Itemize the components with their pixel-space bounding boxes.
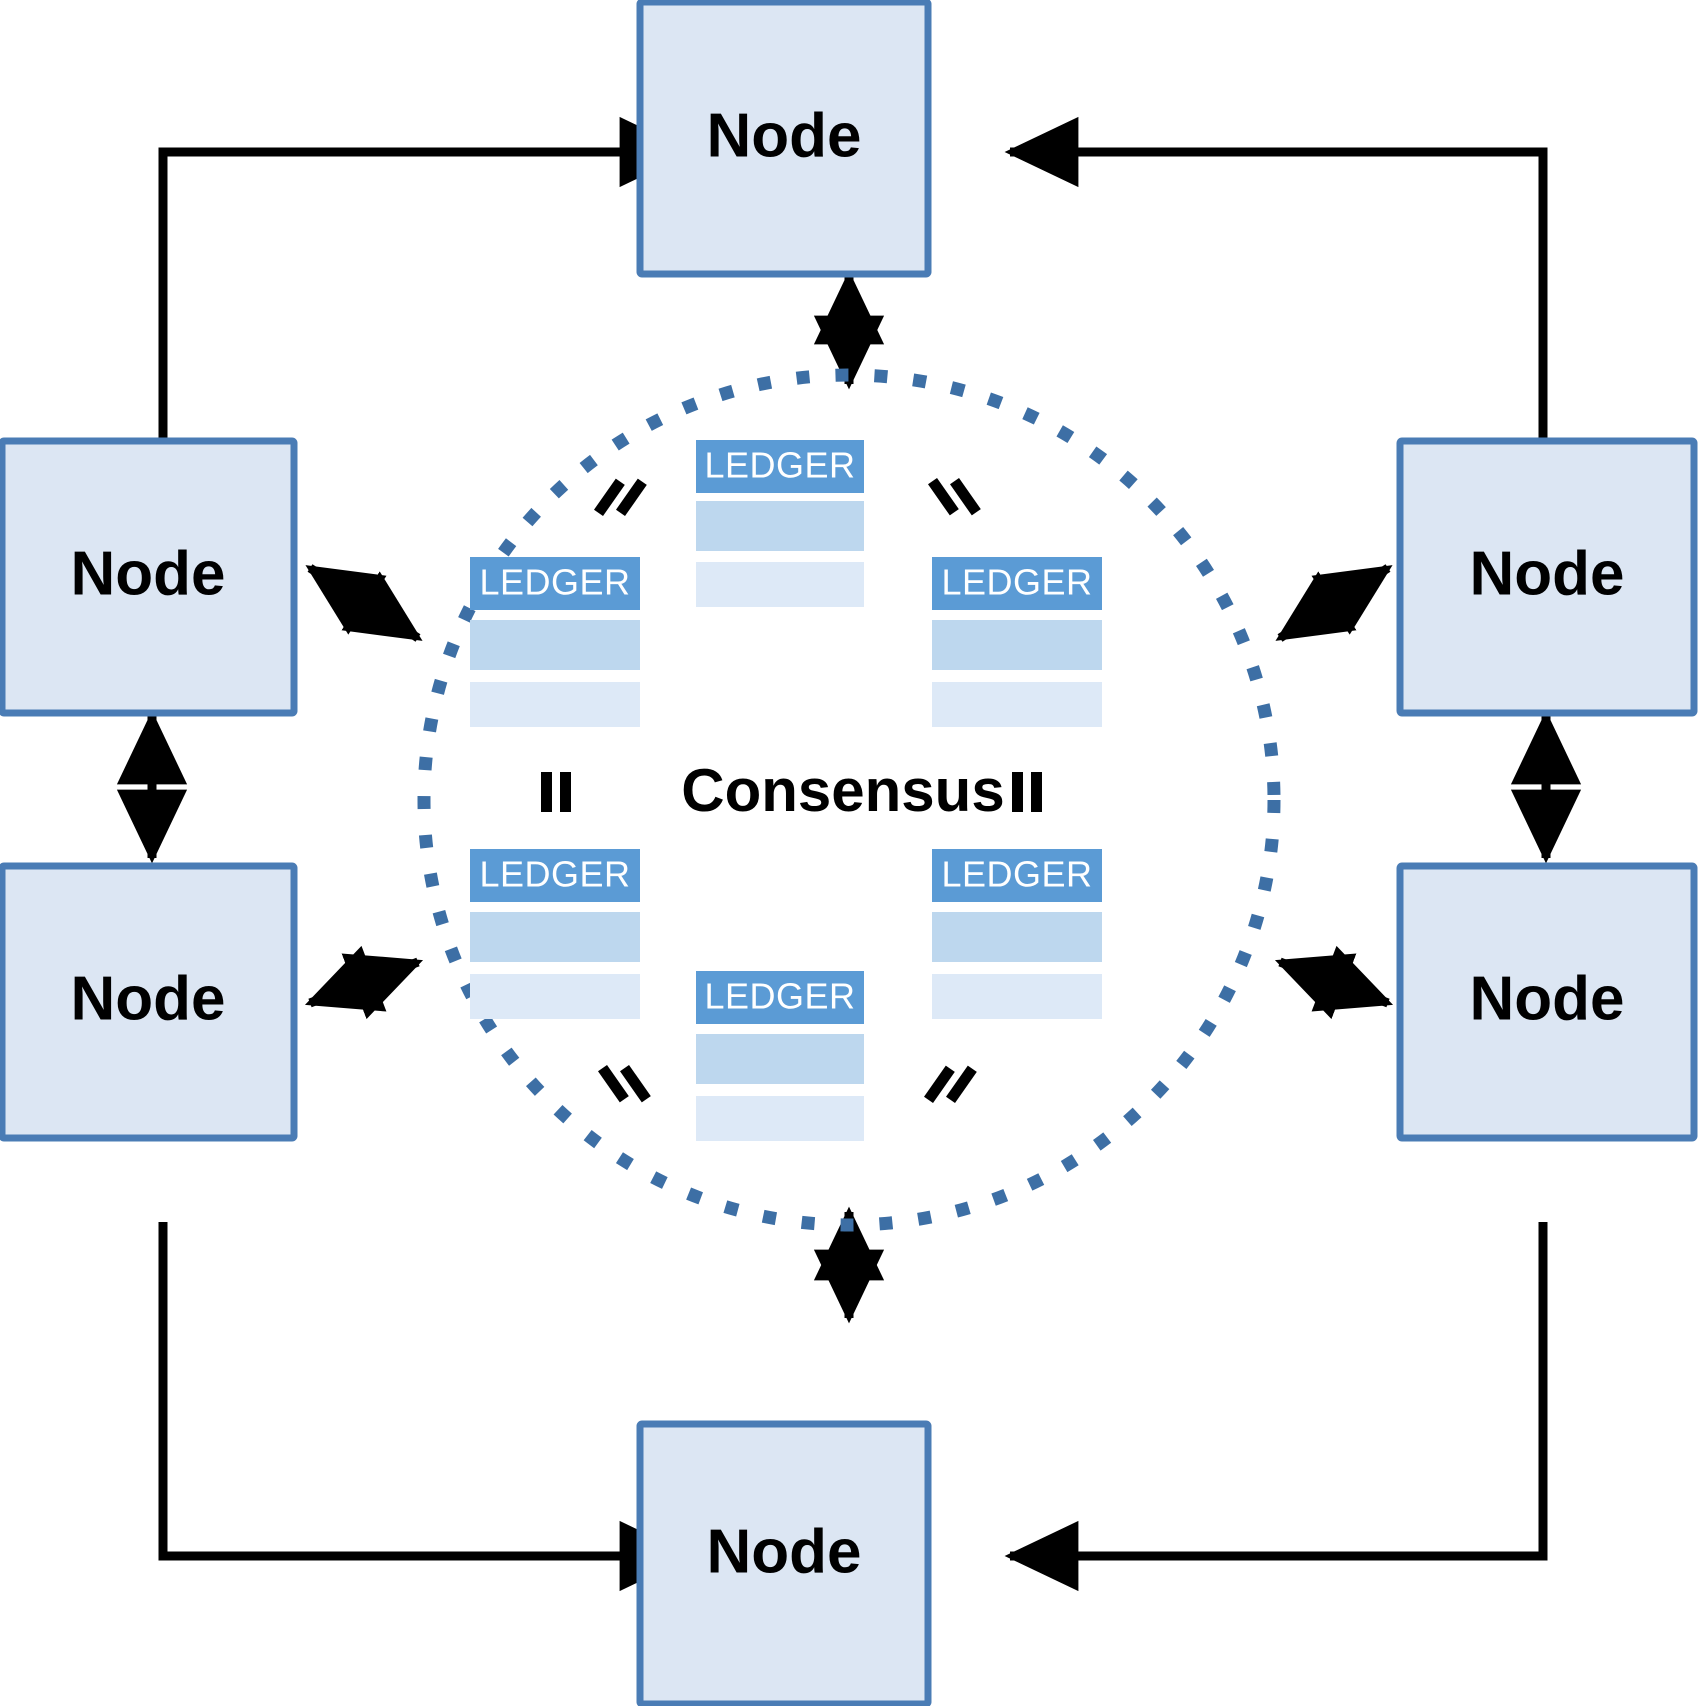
node-left-lower[interactable]: Node	[0, 862, 298, 1142]
conn-outer-bottom-left	[158, 1222, 694, 1592]
consensus-circle-boundary	[417, 368, 1281, 1232]
ledger-lower-left-header	[470, 849, 640, 902]
ledger-upper-left[interactable]: LEDGER	[470, 557, 640, 727]
equals-lower-left: =	[598, 1064, 651, 1103]
ledger-top-row-1	[696, 501, 864, 551]
node-left-lower-label: Node	[71, 964, 226, 1033]
equals-mid-left: =	[541, 772, 571, 812]
node-top[interactable]: Node	[636, 0, 932, 278]
equals-upper-right: =	[928, 477, 981, 516]
node-right-upper-label: Node	[1470, 539, 1625, 608]
node-left-upper-box[interactable]	[0, 437, 298, 717]
node-top-label: Node	[707, 101, 862, 170]
node-right-lower-box[interactable]	[1396, 862, 1698, 1142]
node-right-lower[interactable]: Node	[1396, 862, 1698, 1142]
ledger-lower-left-label: LEDGER	[479, 854, 630, 895]
ledger-lower-right-row-2	[932, 974, 1102, 1019]
ledger-upper-left-row-2	[470, 682, 640, 727]
ledger-upper-left-row-1	[470, 620, 640, 670]
ledger-upper-right-label: LEDGER	[941, 562, 1092, 603]
ledger-upper-left-header	[470, 557, 640, 610]
consensus-label: Consensus	[681, 757, 1004, 824]
node-left-upper-label: Node	[71, 539, 226, 608]
node-left-upper[interactable]: Node	[0, 437, 298, 717]
outer-connections	[158, 116, 1548, 1592]
ledger-bottom-row-1	[696, 1034, 864, 1084]
node-right-upper[interactable]: Node	[1396, 437, 1698, 717]
ledger-top-label: LEDGER	[704, 445, 855, 486]
ledger-upper-right-row-2	[932, 682, 1102, 727]
conn-outer-top-right	[1004, 116, 1548, 488]
ledger-upper-right-row-1	[932, 620, 1102, 670]
conn-consensus-right-lower	[1274, 945, 1394, 1020]
side-rail-connections	[116, 710, 1582, 864]
conn-consensus-left-upper	[305, 564, 423, 642]
ledger-top[interactable]: LEDGER	[696, 440, 864, 607]
ledger-lower-left[interactable]: LEDGER	[470, 849, 640, 1019]
ledger-bottom-label: LEDGER	[704, 976, 855, 1017]
ledger-lower-left-row-2	[470, 974, 640, 1019]
node-left-lower-box[interactable]	[0, 862, 298, 1142]
node-bottom-box[interactable]	[636, 1420, 932, 1706]
ledger-top-row-2	[696, 562, 864, 607]
ledger-bottom-header	[696, 971, 864, 1024]
ledger-lower-right[interactable]: LEDGER	[932, 849, 1102, 1019]
conn-outer-bottom-right	[1004, 1222, 1548, 1592]
ledger-upper-right-header	[932, 557, 1102, 610]
equals-upper-left: =	[594, 478, 647, 517]
ledger-lower-left-row-1	[470, 912, 640, 962]
ledger-upper-left-label: LEDGER	[479, 562, 630, 603]
conn-consensus-right-upper	[1275, 564, 1393, 642]
equals-mid-right: =	[1012, 772, 1042, 812]
ledger-top-header	[696, 440, 864, 493]
equals-lower-right: =	[924, 1065, 977, 1104]
ledger-lower-right-row-1	[932, 912, 1102, 962]
ledger-bottom-row-2	[696, 1096, 864, 1141]
node-right-upper-box[interactable]	[1396, 437, 1698, 717]
node-bottom[interactable]: Node	[636, 1420, 932, 1706]
conn-consensus-left-lower	[304, 945, 424, 1020]
node-right-lower-label: Node	[1470, 964, 1625, 1033]
ledger-lower-right-header	[932, 849, 1102, 902]
ledger-lower-right-label: LEDGER	[941, 854, 1092, 895]
node-bottom-label: Node	[707, 1517, 862, 1586]
conn-outer-top-left	[158, 116, 694, 488]
ledger-upper-right[interactable]: LEDGER	[932, 557, 1102, 727]
ledger-bottom[interactable]: LEDGER	[696, 971, 864, 1141]
node-top-box[interactable]	[636, 0, 932, 278]
